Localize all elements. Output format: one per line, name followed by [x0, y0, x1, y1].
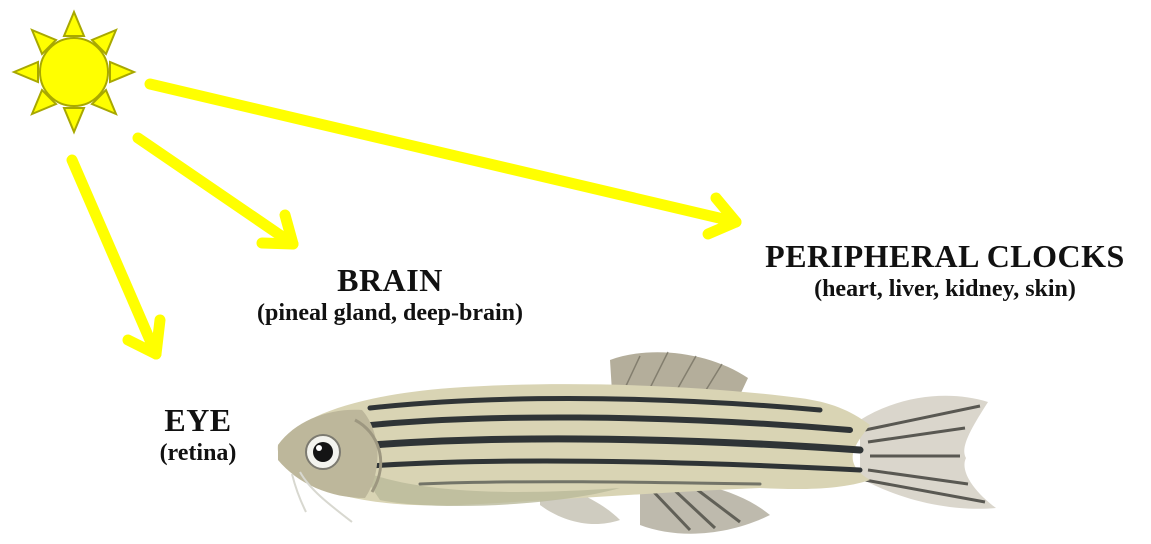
- peripheral-clocks-subtitle: (heart, liver, kidney, skin): [765, 273, 1125, 305]
- peripheral-clocks-label: PERIPHERAL CLOCKS (heart, liver, kidney,…: [765, 239, 1125, 305]
- brain-subtitle: (pineal gland, deep-brain): [257, 297, 523, 329]
- eye-subtitle: (retina): [160, 437, 237, 469]
- peripheral-clocks-title: PERIPHERAL CLOCKS: [765, 239, 1125, 273]
- brain-title: BRAIN: [257, 263, 523, 297]
- sun-icon: [14, 12, 134, 132]
- brain-label: BRAIN (pineal gland, deep-brain): [257, 263, 523, 329]
- zebrafish-illustration: [278, 352, 996, 534]
- arrow-to-eye: [72, 160, 160, 354]
- eye-label: EYE (retina): [160, 403, 237, 469]
- eye-title: EYE: [160, 403, 237, 437]
- arrow-to-brain: [138, 138, 293, 244]
